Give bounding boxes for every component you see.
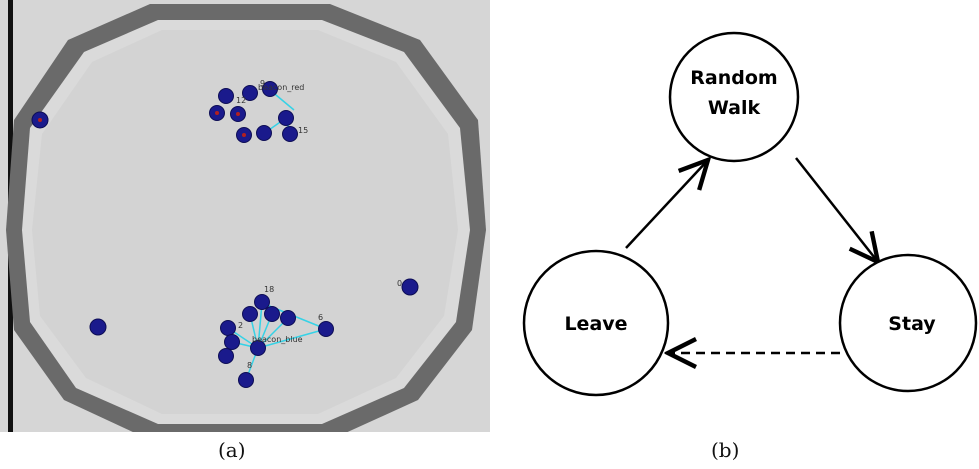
edge-randomwalk-to-stay [795,157,878,262]
robot-markers [38,111,246,137]
robot-blue-8 [250,340,266,356]
state-random-walk: Random Walk [668,31,800,163]
robot-blue-9 [218,348,234,364]
caption-b: (b) [711,438,740,462]
robots [31,81,419,388]
robot-red-6 [278,110,294,126]
state-machine-diagram: Random Walk Leave Stay [522,31,978,397]
state-leave: Leave [522,249,670,397]
robot-red-3 [262,81,278,97]
state-random-walk-label-line1: Random [690,67,777,89]
robot-lone-bottom-left [89,318,107,336]
robot-blue-7 [224,334,240,350]
edge-leave-to-randomwalk [625,160,708,249]
state-random-walk-label-line2: Walk [708,97,761,119]
robot-red-8 [256,125,272,141]
robot-red-9 [282,126,298,142]
robot-id-2: 2 [238,321,243,330]
robot-id-15: 15 [298,126,308,135]
robot-blue-10 [238,372,254,388]
robot-blue-5 [318,321,334,337]
robot-id-8: 8 [247,361,252,370]
state-leave-label: Leave [564,313,627,335]
arena-floor [32,30,458,414]
robot-blue-3 [264,306,280,322]
simulation-screenshot: beacon_red 9 12 15 18 6 2 beacon_blue 8 … [0,0,490,432]
state-stay: Stay [838,253,978,393]
robot-blue-2 [242,306,258,322]
beacon-red-label: beacon_red [258,83,304,92]
caption-a: (a) [218,438,246,462]
robot-blue-6 [220,320,236,336]
robot-id-6: 6 [318,313,323,322]
robot-lone-right [401,278,419,296]
robot-red-1 [218,88,234,104]
robot-id-12: 12 [236,96,246,105]
robot-id-9: 9 [260,79,265,88]
robot-red-2 [242,85,258,101]
robot-blue-4 [280,310,296,326]
state-stay-label: Stay [888,313,936,335]
robot-id-0: 0 [397,279,402,288]
beacon-blue-label: beacon_blue [252,335,303,344]
robot-blue-1 [254,294,270,310]
robot-id-18: 18 [264,285,274,294]
